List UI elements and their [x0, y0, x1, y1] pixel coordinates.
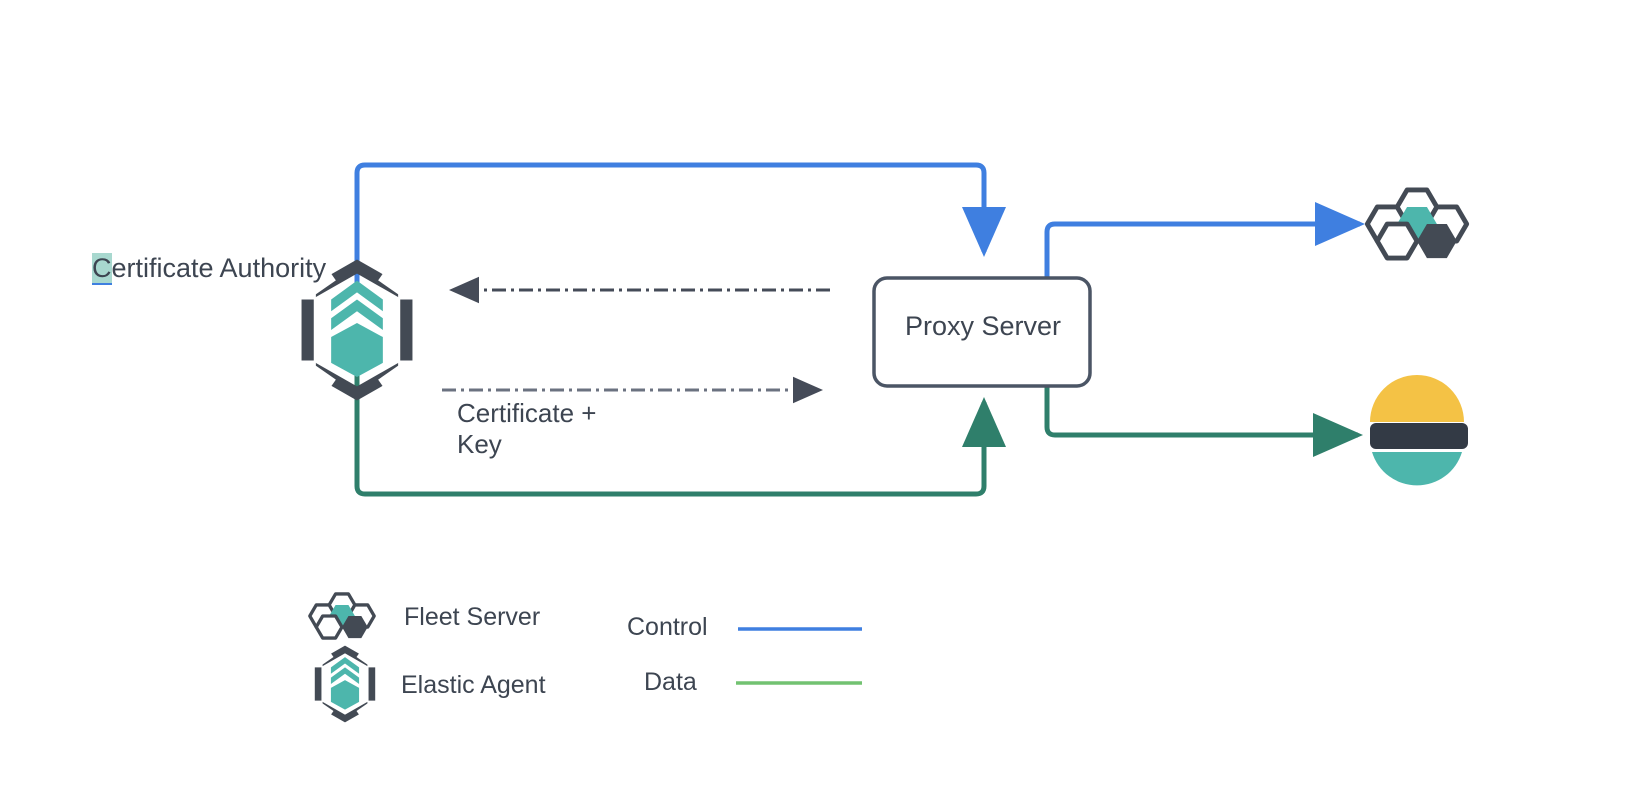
edge-proxy-to-fleet-control [1044, 202, 1365, 278]
legend-item-label-control: Control [627, 613, 708, 641]
certificate-authority-label-selected-char: C [92, 253, 112, 283]
node-proxy-server[interactable] [872, 276, 1092, 388]
proxy-server-label: Proxy Server [904, 311, 1062, 341]
legend-fleet-server-icon [308, 592, 376, 640]
legend-item-label-elastic-agent: Elastic Agent [401, 671, 546, 699]
legend-elastic-agent-icon [313, 645, 377, 723]
edge-proxy-to-elasticsearch-data [1044, 384, 1363, 457]
certificate-authority-label-rest: ertificate Authority [111, 253, 327, 283]
certificate-authority-label: Certificate Authority [92, 253, 326, 285]
certificate-key-line-2: Key [457, 428, 502, 459]
certificate-authority-icon [299, 259, 415, 401]
legend-item-label-fleet-server: Fleet Server [404, 603, 541, 631]
elasticsearch-icon [1370, 375, 1468, 486]
edge-ca-to-proxy-control [354, 162, 1006, 288]
certificate-key-line-1: Certificate + [457, 398, 597, 428]
certificate-key-edge-label: Certificate +Key [457, 398, 596, 459]
fleet-server-icon-main [1364, 187, 1470, 261]
legend-item-label-data: Data [644, 668, 697, 696]
edge-ca-to-proxy-data [354, 372, 1006, 497]
